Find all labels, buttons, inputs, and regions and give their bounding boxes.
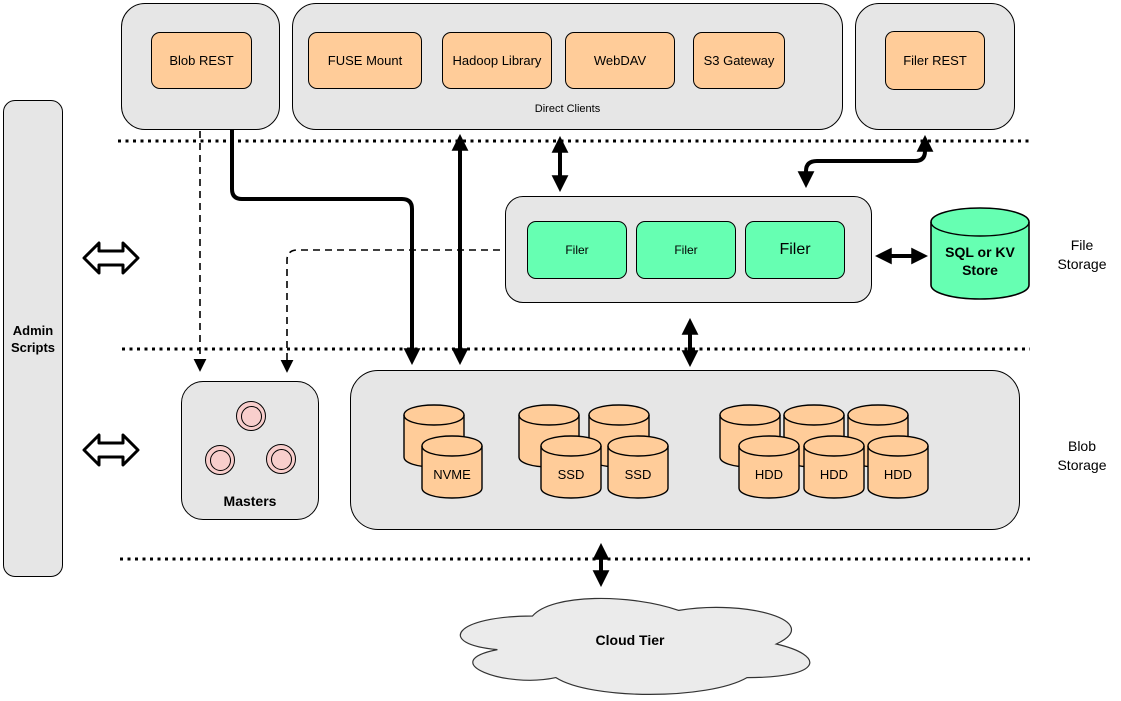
ssd-volume-cylinder: SSD: [607, 435, 669, 499]
volume-cylinder-icon: [738, 435, 800, 499]
fuse-mount-label: FUSE Mount: [327, 53, 403, 68]
webdav-label: WebDAV: [593, 53, 647, 68]
filer-rest-box: Filer REST: [885, 31, 985, 90]
filer-label-2: Filer: [674, 243, 698, 257]
ssd-label: SSD: [557, 467, 585, 482]
admin-scripts-panel: Admin Scripts: [3, 100, 63, 577]
arrow-filer-rest-filer: [797, 134, 934, 189]
admin-blob-storage-doublearrow-icon: [82, 433, 140, 467]
filer-rest-label: Filer REST: [903, 53, 967, 68]
admin-file-storage-doublearrow-icon: [82, 241, 140, 275]
nvme-label: NVME: [433, 467, 471, 482]
volume-cylinder-icon: [803, 435, 865, 499]
volume-cylinder-icon: [540, 435, 602, 499]
hadoop-library-label: Hadoop Library: [452, 53, 542, 68]
blob-storage-layer-label: Blob Storage: [1057, 438, 1107, 473]
s3-gateway-box: S3 Gateway: [693, 32, 785, 89]
sql-kv-store-label: SQL or KV Store: [945, 244, 1015, 278]
ssd-label: SSD: [624, 467, 652, 482]
hdd-volume-cylinder: HDD: [738, 435, 800, 499]
hdd-volume-cylinder: HDD: [803, 435, 865, 499]
masters-label: Masters: [223, 493, 277, 509]
blob-rest-box: Blob REST: [151, 32, 252, 89]
file-storage-layer-label: File Storage: [1057, 237, 1107, 272]
s3-gateway-label: S3 Gateway: [703, 53, 775, 68]
nvme-volume-cylinder: NVME: [421, 435, 483, 499]
filer-box-1: Filer: [527, 221, 627, 279]
filer-label-1: Filer: [565, 243, 589, 257]
database-cylinder-icon: [930, 207, 1030, 300]
dashed-arrow-filer-masters: [280, 249, 500, 373]
master-node-icon: [236, 401, 266, 431]
filer-box-3: Filer: [745, 221, 845, 279]
masters-container: Masters: [181, 381, 319, 520]
filer-label-3: Filer: [779, 241, 811, 258]
volume-cylinder-icon: [607, 435, 669, 499]
cloud-tier: Cloud Tier: [435, 588, 825, 700]
blob-rest-label: Blob REST: [169, 53, 234, 68]
hdd-label: HDD: [754, 467, 784, 482]
admin-scripts-label: Admin Scripts: [10, 322, 56, 355]
volume-cylinder-icon: [421, 435, 483, 499]
cloud-tier-label: Cloud Tier: [595, 632, 665, 648]
sql-kv-store-cylinder: SQL or KV Store: [930, 207, 1030, 300]
hdd-volume-cylinder: HDD: [867, 435, 929, 499]
hdd-label: HDD: [819, 467, 849, 482]
arrow-blob-rest-to-blob-storage: [230, 129, 421, 366]
hadoop-library-box: Hadoop Library: [442, 32, 552, 89]
cloud-icon: [459, 597, 811, 695]
webdav-box: WebDAV: [565, 32, 675, 89]
filer-box-2: Filer: [636, 221, 736, 279]
master-node-icon: [266, 444, 296, 474]
volume-cylinder-icon: [867, 435, 929, 499]
ssd-volume-cylinder: SSD: [540, 435, 602, 499]
hdd-label: HDD: [883, 467, 913, 482]
master-node-icon: [205, 445, 235, 475]
direct-clients-label: Direct Clients: [534, 103, 601, 115]
fuse-mount-box: FUSE Mount: [308, 32, 422, 89]
